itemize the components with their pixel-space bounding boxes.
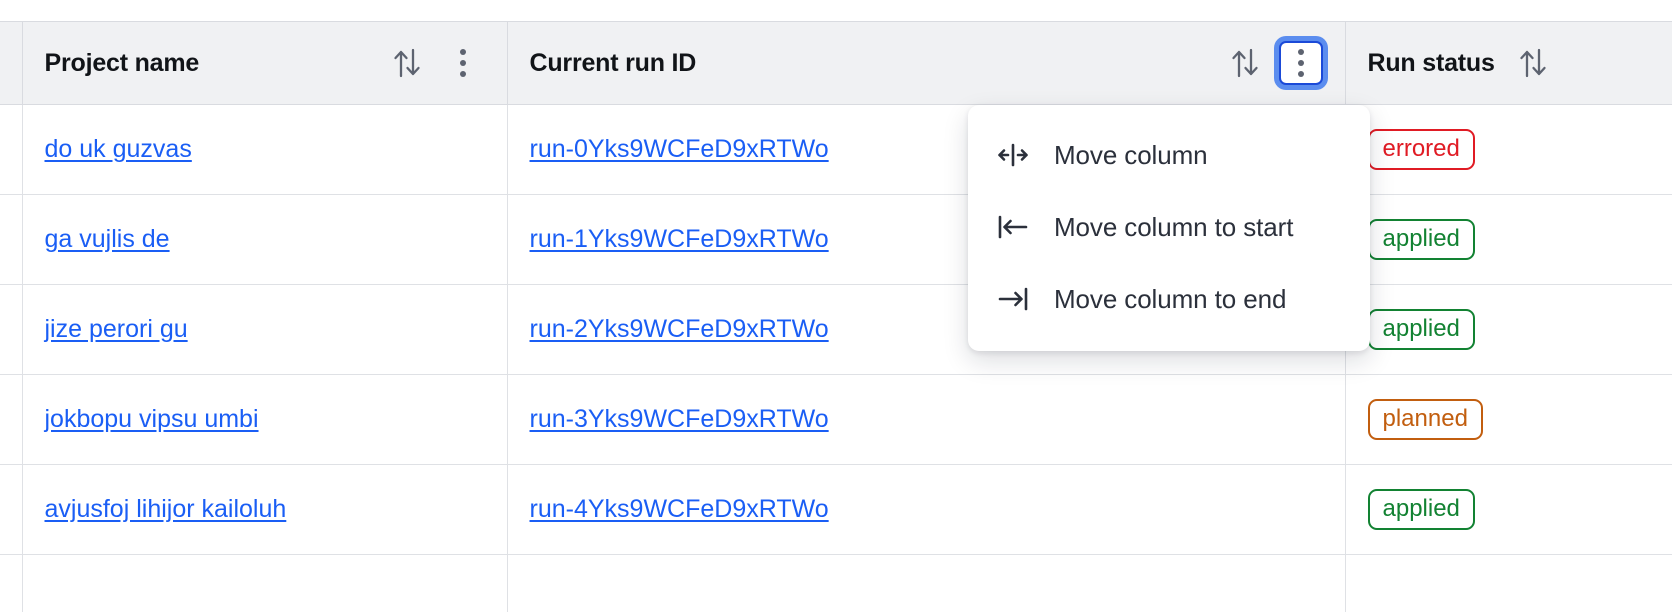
run-id-link[interactable]: run-3Yks9WCFeD9xRTWo [529, 405, 829, 433]
table-row-partial [0, 554, 1672, 612]
status-badge: applied [1367, 218, 1475, 261]
cell-run-status: applied [1345, 194, 1672, 285]
cell-run-status: planned [1345, 374, 1672, 465]
status-badge: applied [1367, 488, 1475, 531]
menu-item-label: Move column [1054, 139, 1208, 170]
table-row: jokbopu vipsu umbi run-3Yks9WCFeD9xRTWo … [0, 374, 1672, 465]
column-menu-button-project-name[interactable] [441, 41, 485, 85]
status-badge: planned [1367, 398, 1483, 441]
cell-project-name: avjusfoj lihijor kailoluh [22, 464, 508, 555]
sort-updown-icon[interactable] [1513, 41, 1553, 85]
cell-run-status: errored [1345, 104, 1672, 195]
move-column-to-start-icon [996, 212, 1030, 242]
project-name-link[interactable]: avjusfoj lihijor kailoluh [44, 495, 287, 523]
row-gutter-cell [0, 464, 23, 555]
menu-item-move-column[interactable]: Move column [968, 119, 1370, 191]
run-id-link[interactable]: run-4Yks9WCFeD9xRTWo [529, 495, 829, 523]
status-badge: errored [1367, 128, 1475, 171]
cell-project-name: jize perori gu [22, 284, 508, 375]
cell-current-run-id [507, 554, 1346, 612]
projects-table: Project name [0, 21, 1672, 612]
table-body: do uk guzvas run-0Yks9WCFeD9xRTWo errore… [0, 104, 1672, 612]
row-gutter-cell [0, 554, 23, 612]
run-id-link[interactable]: run-2Yks9WCFeD9xRTWo [529, 315, 829, 343]
cell-run-status: applied [1345, 464, 1672, 555]
cell-project-name: ga vujlis de [22, 194, 508, 285]
cell-current-run-id: run-3Yks9WCFeD9xRTWo [507, 374, 1346, 465]
column-context-menu: Move column Move column to start Move co… [968, 105, 1370, 351]
run-id-link[interactable]: run-0Yks9WCFeD9xRTWo [529, 135, 829, 163]
column-header-project-name[interactable]: Project name [22, 21, 508, 105]
status-badge: applied [1367, 308, 1475, 351]
cell-project-name [22, 554, 508, 612]
cell-run-status [1345, 554, 1672, 612]
kebab-menu-icon [1297, 49, 1304, 77]
cell-project-name: jokbopu vipsu umbi [22, 374, 508, 465]
column-header-label-current-run-id: Current run ID [529, 48, 697, 77]
project-name-link[interactable]: ga vujlis de [44, 225, 170, 253]
row-gutter-cell [0, 374, 23, 465]
column-header-label-run-status: Run status [1367, 48, 1495, 77]
cell-project-name: do uk guzvas [22, 104, 508, 195]
row-gutter-cell [0, 104, 23, 195]
table-row: ga vujlis de run-1Yks9WCFeD9xRTWo applie… [0, 194, 1672, 285]
project-name-link[interactable]: jize perori gu [44, 315, 188, 343]
table-header: Project name [0, 21, 1672, 105]
move-column-icon [996, 140, 1030, 170]
table-row: avjusfoj lihijor kailoluh run-4Yks9WCFeD… [0, 464, 1672, 555]
column-header-label-project-name: Project name [44, 48, 200, 77]
column-menu-button-current-run-id[interactable] [1278, 41, 1323, 85]
cell-current-run-id: run-4Yks9WCFeD9xRTWo [507, 464, 1346, 555]
sort-updown-icon[interactable] [387, 41, 427, 85]
column-header-run-status[interactable]: Run status [1345, 21, 1672, 105]
move-column-to-end-icon [996, 284, 1030, 314]
sort-updown-icon[interactable] [1225, 41, 1265, 85]
menu-item-move-column-to-end[interactable]: Move column to end [968, 263, 1370, 335]
table-row: jize perori gu run-2Yks9WCFeD9xRTWo appl… [0, 284, 1672, 375]
menu-item-label: Move column to start [1054, 211, 1294, 242]
run-id-link[interactable]: run-1Yks9WCFeD9xRTWo [529, 225, 829, 253]
table-row: do uk guzvas run-0Yks9WCFeD9xRTWo errore… [0, 104, 1672, 195]
row-gutter-cell [0, 284, 23, 375]
menu-item-move-column-to-start[interactable]: Move column to start [968, 191, 1370, 263]
project-name-link[interactable]: jokbopu vipsu umbi [44, 405, 259, 433]
column-header-current-run-id[interactable]: Current run ID [507, 21, 1346, 105]
row-gutter-cell [0, 194, 23, 285]
header-gutter-cell [0, 21, 23, 105]
kebab-menu-icon [459, 49, 466, 77]
menu-item-label: Move column to end [1054, 283, 1287, 314]
table-header-row: Project name [0, 21, 1672, 105]
cell-run-status: applied [1345, 284, 1672, 375]
project-name-link[interactable]: do uk guzvas [44, 135, 192, 163]
